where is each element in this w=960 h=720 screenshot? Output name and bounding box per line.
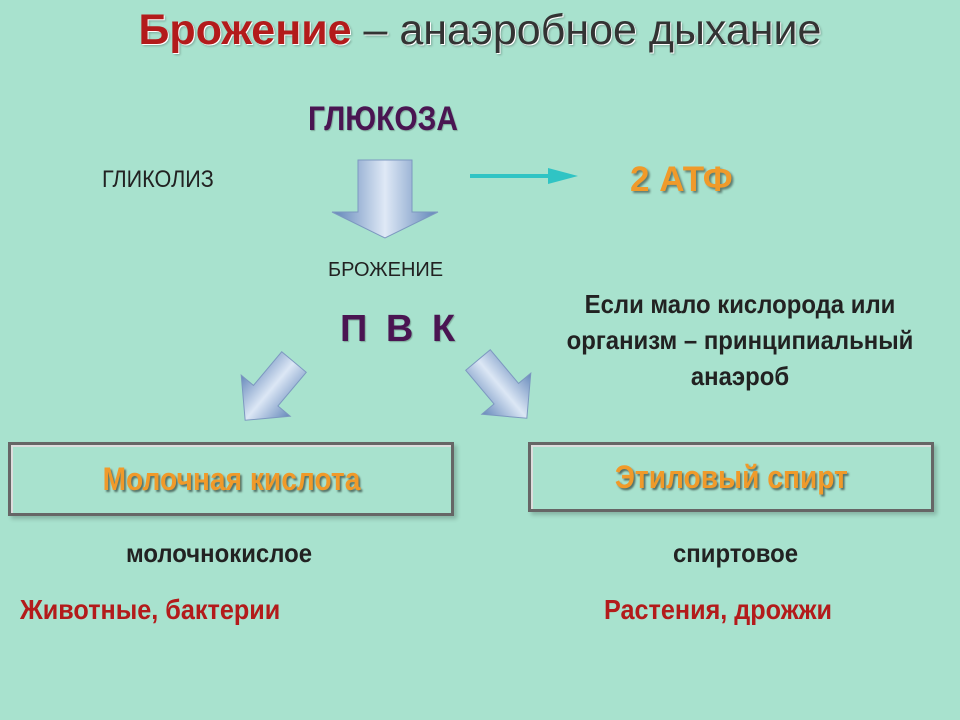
right-arrow-icon <box>470 168 578 184</box>
lactic-acid-box: Молочная кислота <box>8 442 454 516</box>
lactic-fermentation-type: молочнокислое <box>126 538 313 568</box>
down-arrow-icon <box>331 159 439 239</box>
atp-label: 2 АТФ <box>630 160 733 199</box>
alcoholic-organisms: Растения, дрожжи <box>604 594 832 625</box>
glycolysis-label: ГЛИКОЛИЗ <box>102 166 214 193</box>
title-accent: Брожение <box>138 6 352 54</box>
left-branch-arrow-icon <box>240 351 307 421</box>
ethanol-box: Этиловый спирт <box>528 442 934 512</box>
condition-note: Если мало кислорода или организм – принц… <box>566 289 914 391</box>
ethanol-label: Этиловый спирт <box>614 458 848 495</box>
lactic-acid-label: Молочная кислота <box>102 460 360 497</box>
lactic-organisms: Животные, бактерии <box>20 594 281 625</box>
pvk-label: П В К <box>340 308 460 350</box>
slide-title: Брожение – анаэробное дыхание <box>0 6 960 55</box>
right-branch-arrow-icon <box>465 349 532 419</box>
glucose-label: ГЛЮКОЗА <box>308 100 458 138</box>
fermentation-label: БРОЖЕНИЕ <box>328 259 444 281</box>
alcoholic-fermentation-type: спиртовое <box>673 538 799 568</box>
title-rest: – анаэробное дыхание <box>351 6 822 54</box>
